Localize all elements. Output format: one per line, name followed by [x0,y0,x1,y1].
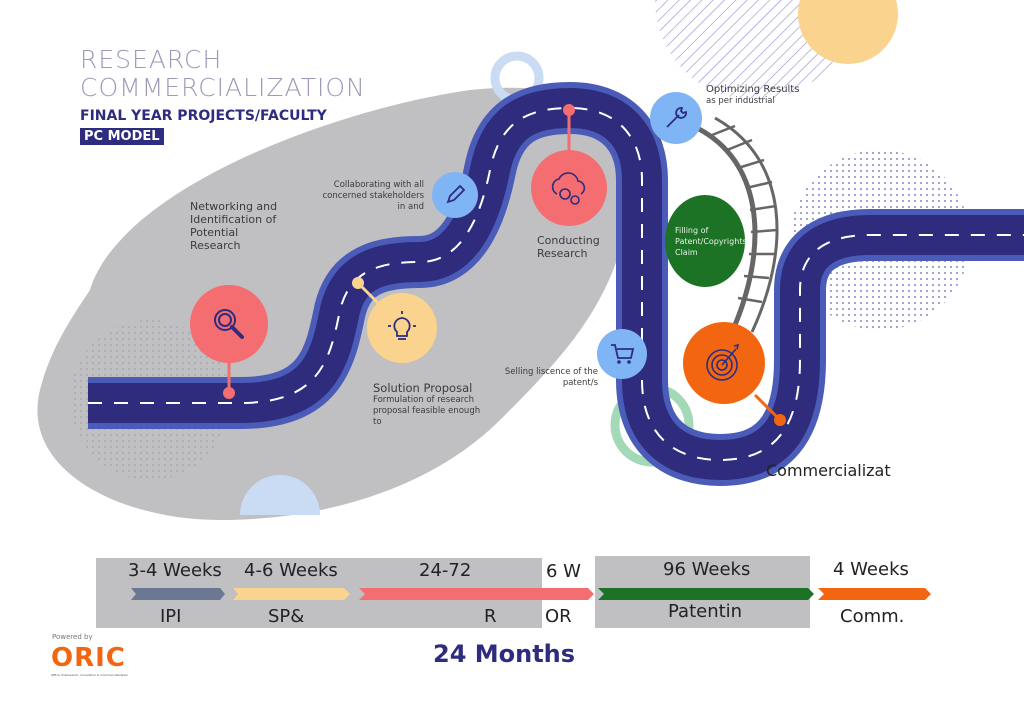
cloud-gears-icon [551,172,586,205]
optimizing-stage [650,92,702,144]
pencil-icon [446,184,466,204]
filling-label: Filling of Patent/Copyrights Claim [675,225,747,257]
segment-4-duration: 6 W [546,561,581,582]
powered-by: Powered by [52,633,93,641]
optimizing-text: Optimizing Results as per industrial [706,84,806,107]
wrench-icon [666,107,687,128]
segment-4-label: OR [545,606,572,627]
segment-1-label: IPI [160,606,182,627]
selling-stage [597,329,647,379]
cart-icon [611,344,635,364]
segment-5-duration: 96 Weeks [663,559,751,580]
solution-stage [367,293,437,363]
optimizing-title: Optimizing Results [706,84,800,95]
oric-logo: ORIC [51,643,126,673]
arrow-ipi [131,588,225,600]
segment-3-duration: 24-72 [419,560,472,581]
segment-1-duration: 3-4 Weeks [128,560,222,581]
total-duration: 24 Months [433,640,576,668]
networking-stage [190,285,268,363]
pc-model-badge: PC MODEL [80,128,164,145]
commercialization-stage [683,322,765,404]
segment-6-label: Comm. [840,606,905,627]
commercialization-label: Commercializat [766,461,891,480]
title-line-1: RESEARCH [80,45,223,74]
title-line-2: COMMERCIALIZATION [80,73,366,102]
subtitle: FINAL YEAR PROJECTS/FACULTY [80,108,327,124]
collaborating-stage [432,172,478,218]
filling-stage: Filling of Patent/Copyrights Claim [665,195,747,287]
arrow-comm [818,588,931,600]
segment-6-duration: 4 Weeks [833,559,909,580]
networking-label: Networking and Identification of Potenti… [190,200,278,252]
segment-2-label: SP& [268,606,305,627]
optimizing-desc: as per industrial [706,96,775,106]
segment-5-label: Patentin [668,601,743,622]
selling-label: Selling liscence of the patent/s [504,367,598,388]
solution-desc: Formulation of research proposal feasibl… [373,395,481,427]
arrow-r [359,588,594,600]
collaborating-label: Collaborating with all concerned stakeho… [322,180,424,212]
segment-2-duration: 4-6 Weeks [244,560,338,581]
magnifier-icon [214,309,244,339]
half-circle-decoration [240,475,320,515]
ladder-icon [695,116,779,333]
conducting-stage [531,150,607,226]
conducting-label: Conducting Research [537,234,600,260]
arrow-sp [233,588,350,600]
arrow-patent [598,588,814,600]
lightbulb-icon [388,311,416,340]
solution-text: Solution Proposal Formulation of researc… [373,382,483,428]
target-icon [706,343,740,381]
solution-title: Solution Proposal [373,381,473,395]
sun-decoration [798,0,898,64]
oric-logo-subtitle: Office of Research, Innovation & Commerc… [51,673,129,677]
segment-3-label: R [484,606,497,627]
